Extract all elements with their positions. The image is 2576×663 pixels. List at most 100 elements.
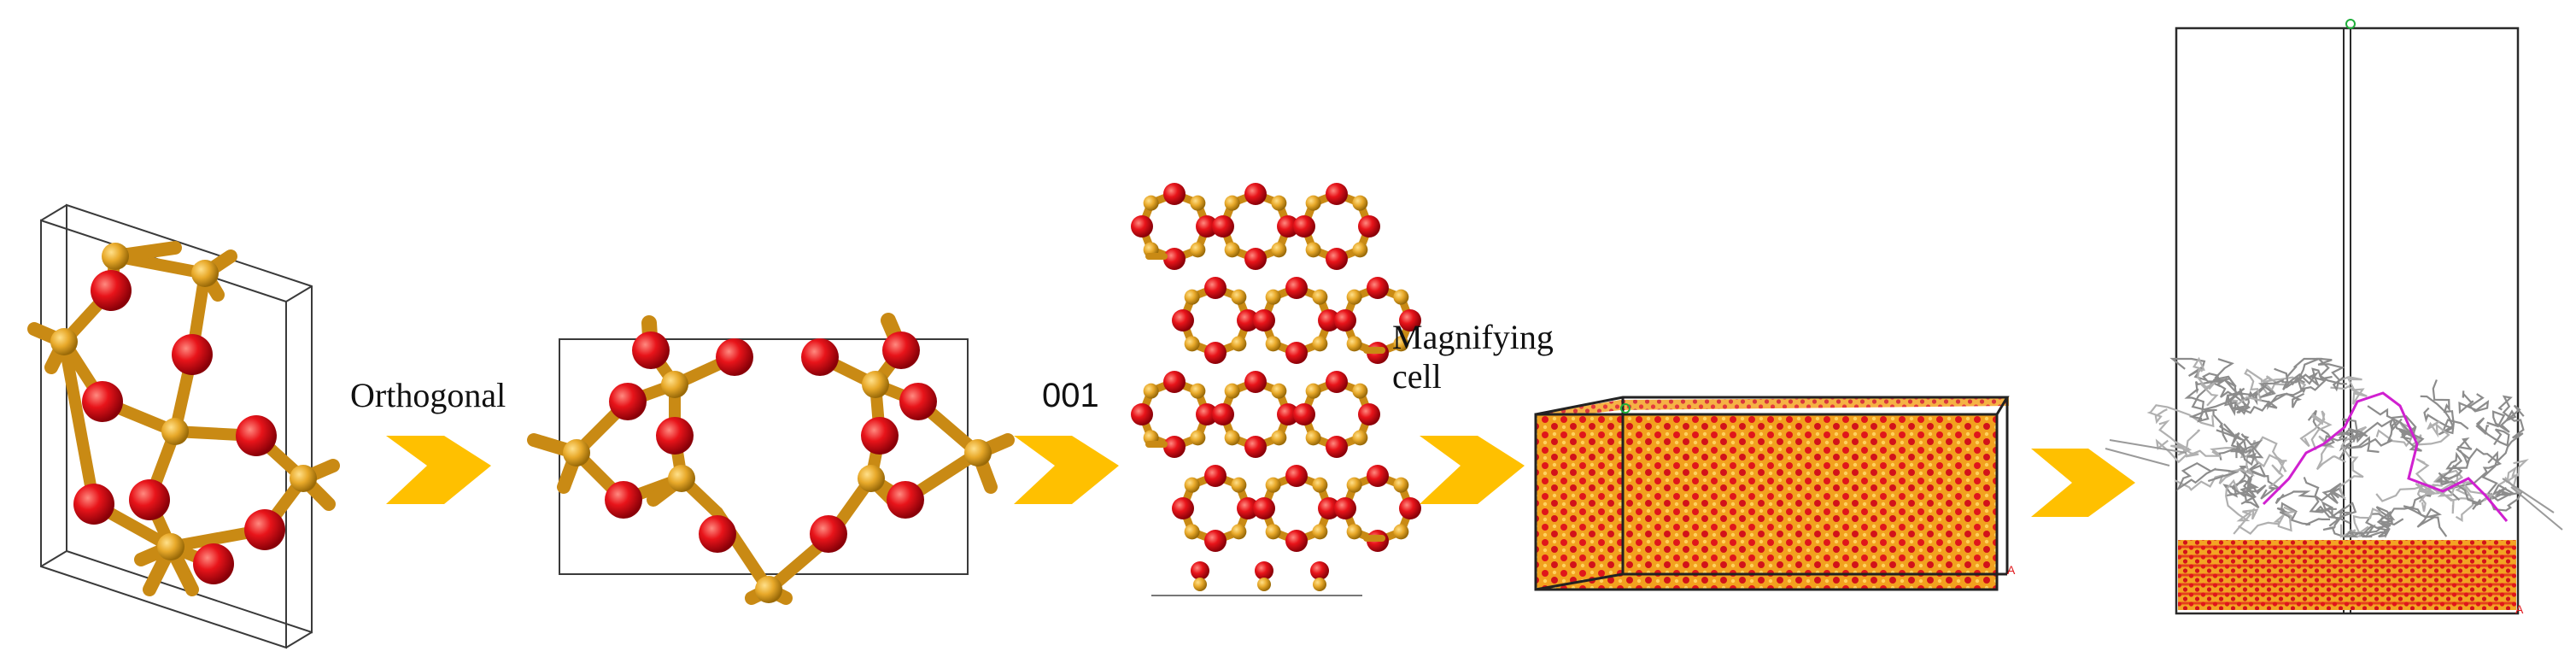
silicon-atom [1346, 477, 1362, 493]
oxygen-atom [882, 332, 920, 369]
oxygen-atom [1326, 436, 1348, 458]
oxygen-atom [1212, 215, 1234, 238]
oxygen-atom [1310, 561, 1329, 580]
silicon-atom [1265, 477, 1281, 493]
silicon-atom [1193, 578, 1207, 591]
oxygen-atom [1293, 403, 1315, 425]
supercell-top-face [1536, 397, 2009, 419]
oxygen-atom [1326, 248, 1348, 270]
silicon-atom [1265, 289, 1281, 305]
oxygen-atom [1277, 215, 1299, 238]
polymer-slab-model: A [2105, 19, 2563, 616]
axis-marker-top [2345, 19, 2356, 29]
silicon-atom [1305, 195, 1321, 211]
oxygen-atom [1163, 371, 1186, 393]
oxygen-atom [632, 332, 670, 369]
oxygen-atom [609, 383, 647, 420]
oxygen-atom [1131, 215, 1153, 238]
oxygen-atom [861, 417, 899, 455]
oxygen-atom [716, 338, 753, 376]
silicon-atom [1224, 242, 1240, 258]
orthogonal-cell-model [527, 313, 1015, 605]
silicon-atom [1271, 242, 1287, 258]
oxygen-atom [1237, 497, 1259, 519]
axis-marker-c [1620, 403, 1630, 414]
simulation-box-frame [2175, 26, 2520, 615]
silicon-atom [1393, 524, 1409, 540]
oxygen-atom [1326, 183, 1348, 205]
oxygen-atom [1163, 436, 1186, 458]
oxygen-atom [193, 543, 234, 584]
silicon-atom [1190, 195, 1206, 211]
oxygen-atom [1285, 465, 1308, 487]
process-arrow-1 [386, 436, 491, 504]
oxygen-atom [91, 270, 132, 311]
step-label-orthogonal: Orthogonal [350, 376, 506, 414]
silicon-atom [1190, 430, 1206, 446]
silicon-atom [1231, 289, 1247, 305]
oxygen-atom [1172, 309, 1194, 332]
supercell-frame [1534, 396, 2010, 591]
axis-marker-a: A [2007, 563, 2016, 577]
silicon-atom [1184, 477, 1200, 493]
oxygen-atom [1367, 277, 1389, 299]
step-label-001: 001 [1042, 377, 1099, 414]
polymer-chains [2105, 356, 2563, 539]
oxygen-atom [1196, 215, 1218, 238]
axis-marker-a2: A [2515, 602, 2524, 616]
oxygen-atom [1334, 309, 1356, 332]
oxygen-atom [1358, 215, 1380, 238]
silicon-atom [858, 465, 885, 492]
silicon-atom [1265, 336, 1281, 352]
oxygen-atom [1172, 497, 1194, 519]
surface-001-model [1131, 183, 1421, 596]
orthogonal-cell-frame [559, 338, 969, 575]
oxygen-atom [73, 484, 114, 525]
silicon-atom [1346, 524, 1362, 540]
supercell-front-face [1536, 414, 1997, 590]
silicon-atom [161, 418, 189, 445]
oxygen-atom [801, 338, 839, 376]
oxygen-atom [1285, 530, 1308, 552]
oxygen-atom [1326, 371, 1348, 393]
oxygen-atom [1204, 277, 1227, 299]
process-arrow-2 [1014, 436, 1119, 504]
silicon-atom [157, 533, 184, 560]
oxygen-atom [1204, 465, 1227, 487]
oxygen-atom [1285, 277, 1308, 299]
silicon-atom [1352, 242, 1368, 258]
silicon-atom [1346, 336, 1362, 352]
oxygen-atom [1399, 309, 1421, 332]
silicon-atom [1352, 430, 1368, 446]
step-label-magnifying: Magnifying [1392, 318, 1554, 356]
oxygen-atom [810, 515, 847, 553]
supercell-model: A [1534, 396, 2016, 591]
oxygen-atom [1334, 497, 1356, 519]
silicon-atom [1346, 289, 1362, 305]
oxygen-atom [1196, 403, 1218, 425]
silicon-atom [1231, 477, 1247, 493]
oxygen-atom [1244, 371, 1267, 393]
oxygen-atom [1163, 248, 1186, 270]
oxygen-atom [1293, 215, 1315, 238]
silicon-atom [1224, 195, 1240, 211]
silicon-atom [1312, 524, 1328, 540]
silicon-atom [50, 328, 78, 355]
oxygen-atom [656, 417, 694, 455]
silicon-atom [1231, 336, 1247, 352]
silicon-atom [1265, 524, 1281, 540]
silicon-atom [1393, 477, 1409, 493]
oxygen-atom [1358, 403, 1380, 425]
silicon-atom [1184, 336, 1200, 352]
silicon-atom [661, 371, 688, 398]
oxygen-atom [1212, 403, 1234, 425]
oxygen-atom [82, 381, 123, 422]
silicon-atom [1231, 524, 1247, 540]
silicon-atom [1271, 383, 1287, 399]
silicon-atom [102, 243, 129, 270]
silicon-atom [1271, 195, 1287, 211]
silicon-atom [1184, 289, 1200, 305]
silicon-atom [1305, 383, 1321, 399]
process-arrow-4 [2031, 449, 2135, 517]
oxygen-atom [887, 481, 924, 519]
